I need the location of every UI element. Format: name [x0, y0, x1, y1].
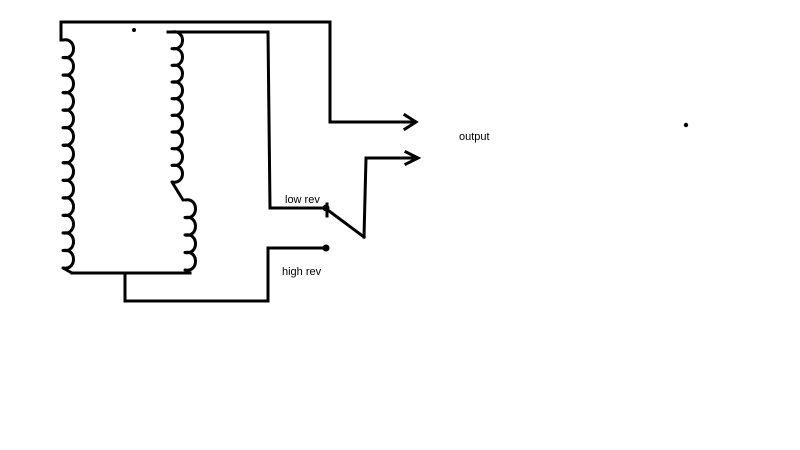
output-arrow-head-bottom	[403, 149, 422, 167]
high-rev-label: high rev	[282, 266, 322, 278]
high-rev-contact	[322, 244, 330, 252]
output-label: output	[459, 131, 490, 143]
output-arrow-head-top	[402, 112, 419, 132]
left-coil-winding	[61, 38, 75, 275]
switch-blade	[326, 208, 367, 240]
top-bus-wire	[59, 20, 416, 124]
stray-dot-2	[683, 122, 689, 128]
low-rev-label: low rev	[285, 194, 320, 206]
stray-dot-1	[132, 28, 136, 32]
bottom-return-wire	[123, 246, 327, 303]
right-coil-winding	[170, 30, 197, 272]
lower-output-wire	[362, 156, 418, 239]
right-coil-top-lead	[166, 30, 327, 210]
